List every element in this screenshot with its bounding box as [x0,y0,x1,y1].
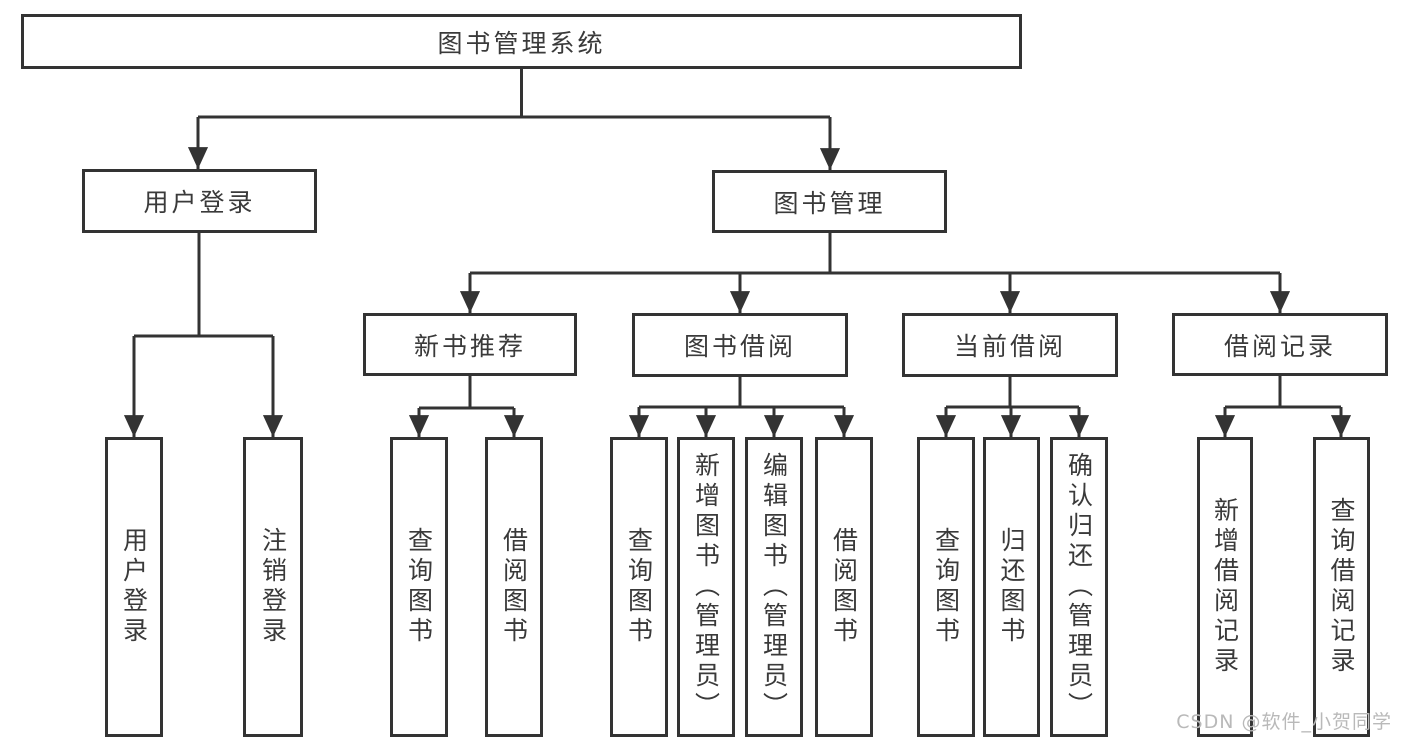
node-book-borrowing: 图书借阅 [632,313,848,377]
node-book-borrowing-label: 图书借阅 [683,332,796,361]
leaf-confirm-return-admin: 确认归还（管理员） [1050,437,1108,737]
leaf-query-borrow-record: 查询借阅记录 [1313,437,1370,737]
leaf-borrow-books-2: 借阅图书 [815,437,873,737]
leaf-borrow-books-2-label: 借阅图书 [829,527,859,647]
watermark-text: CSDN @软件_小贺同学 [1176,711,1392,733]
leaf-query-books-2-label: 查询图书 [624,527,654,647]
node-new-book-recommendation-label: 新书推荐 [413,331,526,361]
leaf-query-borrow-record-label: 查询借阅记录 [1327,497,1356,677]
leaf-add-borrow-record: 新增借阅记录 [1197,437,1253,737]
node-user-login: 用户登录 [82,169,317,233]
leaf-add-books-admin-label: 新增图书（管理员） [691,452,721,722]
node-current-borrowing-label: 当前借阅 [953,332,1066,361]
leaf-add-borrow-record-label: 新增借阅记录 [1210,497,1240,677]
node-borrowing-records-label: 借阅记录 [1223,331,1336,361]
leaf-query-books-1-label: 查询图书 [404,527,434,647]
leaf-confirm-return-admin-label: 确认归还（管理员） [1064,452,1094,722]
node-current-borrowing: 当前借阅 [902,313,1118,377]
node-new-book-recommendation: 新书推荐 [363,313,577,376]
node-root-label: 图书管理系统 [437,28,606,58]
leaf-query-books-3: 查询图书 [917,437,975,737]
node-book-management: 图书管理 [712,170,947,233]
node-borrowing-records: 借阅记录 [1172,313,1388,376]
leaf-logout-label: 注销登录 [258,527,288,647]
leaf-logout: 注销登录 [243,437,303,737]
node-root: 图书管理系统 [21,14,1022,69]
node-user-login-label: 用户登录 [143,188,256,217]
leaf-query-books-3-label: 查询图书 [931,527,961,647]
leaf-add-books-admin: 新增图书（管理员） [677,437,735,737]
leaf-query-books-2: 查询图书 [610,437,668,737]
leaf-return-books-label: 归还图书 [997,527,1026,647]
leaf-return-books: 归还图书 [983,437,1040,737]
node-book-management-label: 图书管理 [773,188,886,218]
leaf-borrow-books-1: 借阅图书 [485,437,543,737]
leaf-query-books-1: 查询图书 [390,437,448,737]
leaf-user-login-label: 用户登录 [119,527,149,647]
leaf-edit-books-admin-label: 编辑图书（管理员） [759,452,789,722]
leaf-borrow-books-1-label: 借阅图书 [499,527,529,647]
leaf-edit-books-admin: 编辑图书（管理员） [745,437,803,737]
leaf-user-login: 用户登录 [105,437,163,737]
